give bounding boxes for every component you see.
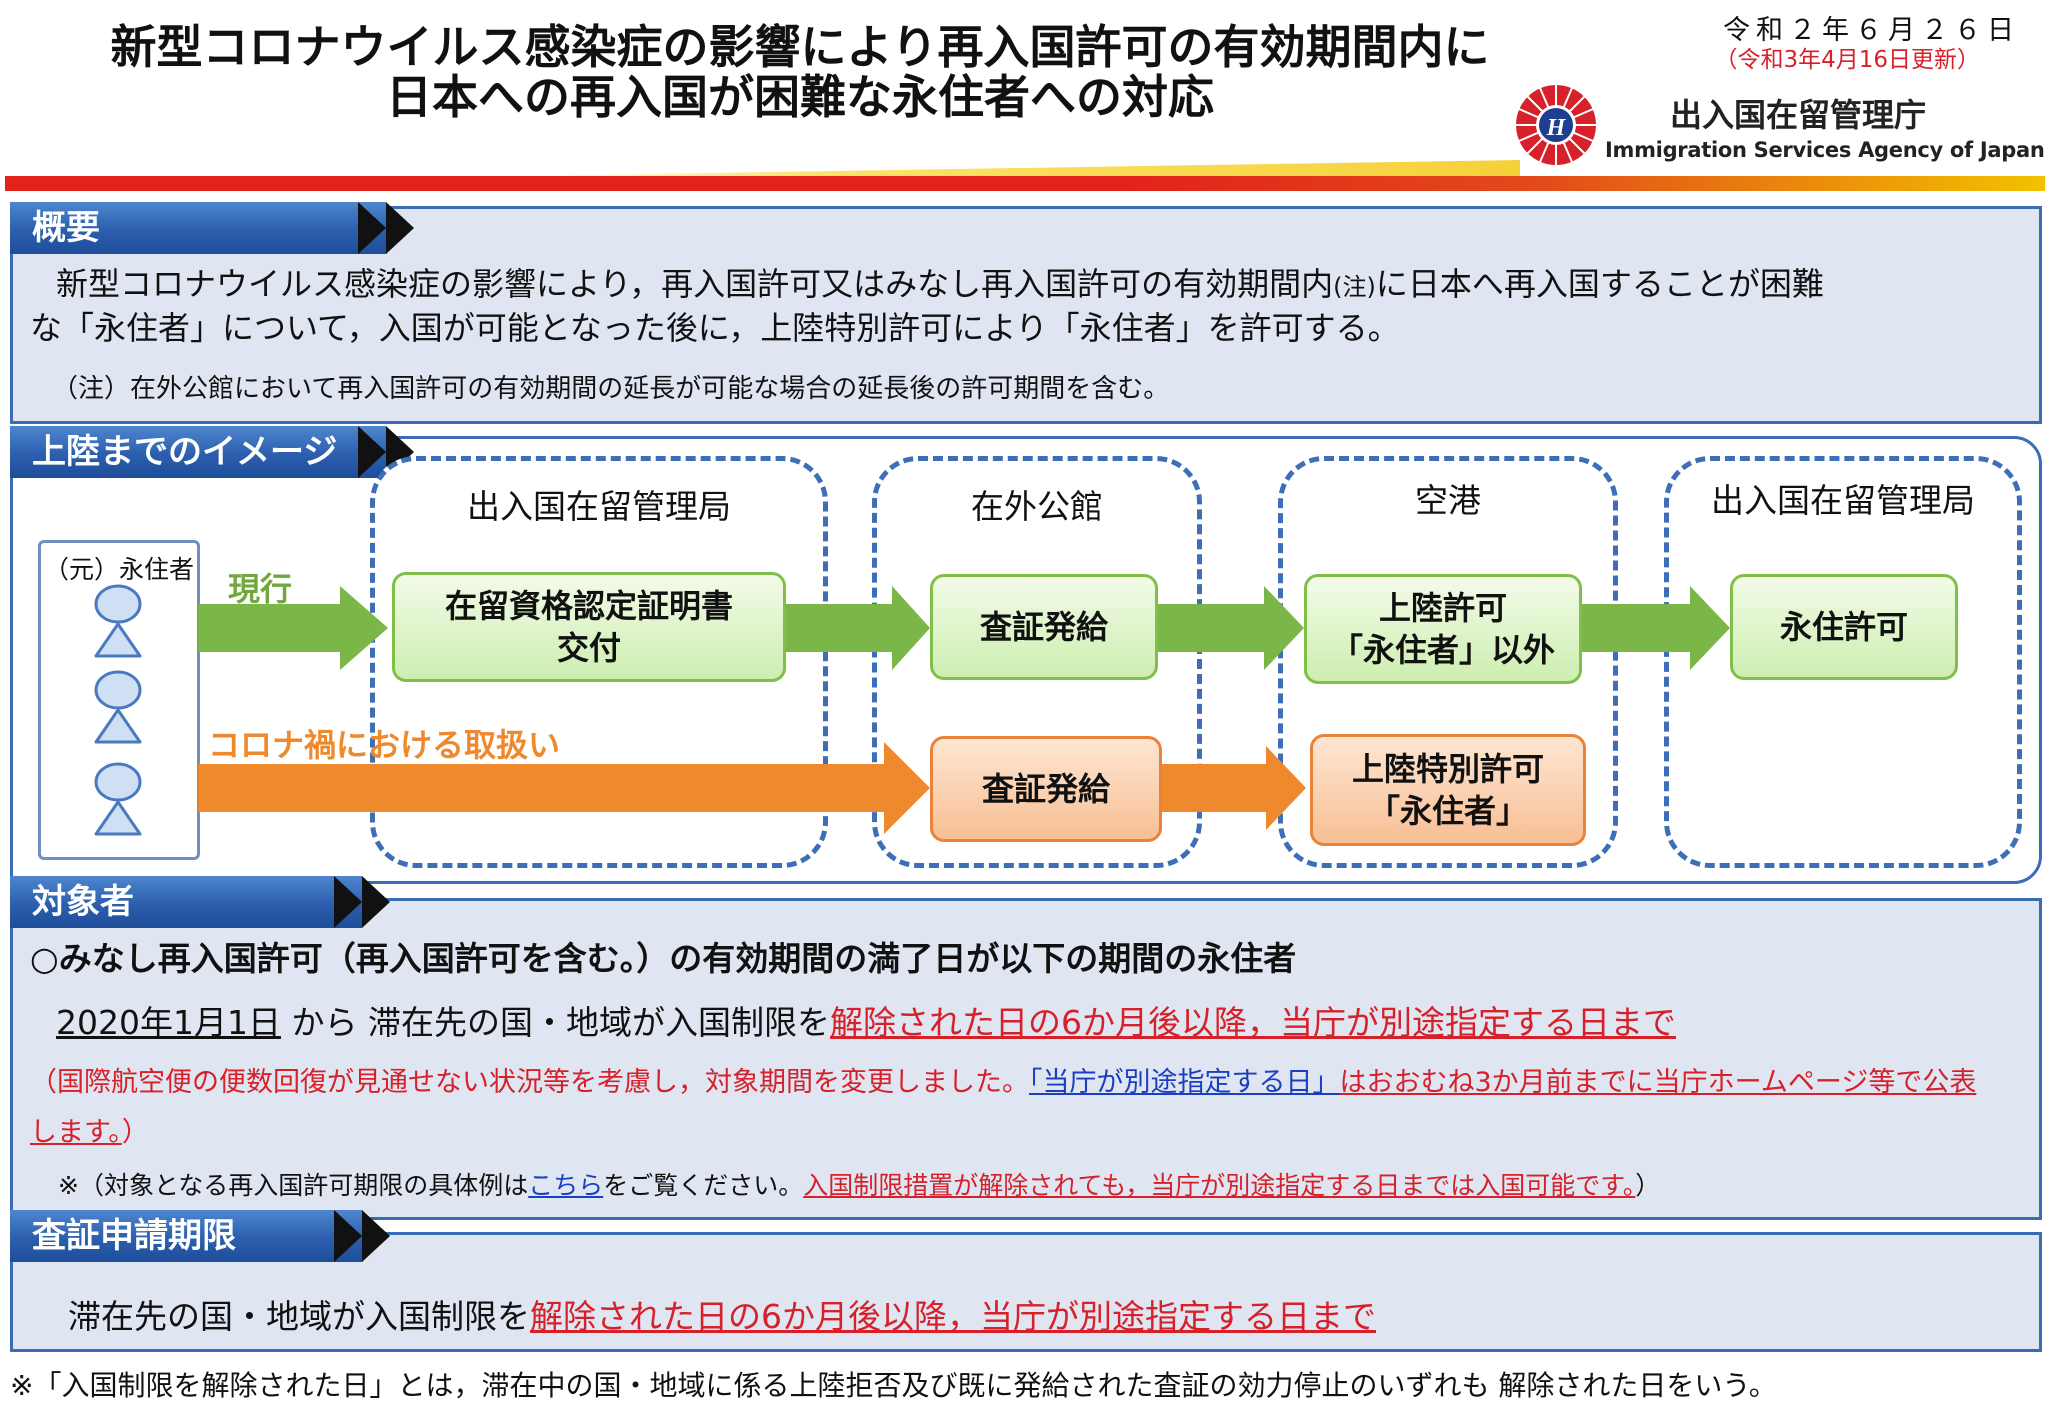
svg-text:H: H	[1546, 115, 1567, 141]
target-until-text: 解除された日の6か月後以降，当庁が別途指定する日まで	[829, 1003, 1676, 1042]
flow-tab: 上陸までのイメージ	[10, 426, 414, 478]
agency-emblem-icon: H	[1516, 85, 1596, 165]
overview-note: （注）在外公館において再入国許可の有効期間の延長が可能な場合の延長後の許可期間を…	[52, 374, 1170, 404]
landing-permit-line-2: 「永住者」以外	[1330, 631, 1555, 669]
example-text-a: ※（対象となる再入国許可期限の具体例は	[58, 1171, 529, 1200]
stage-title-1: 出入国在留管理局	[467, 487, 731, 526]
target-tab: 対象者	[10, 876, 390, 928]
stage-title-4: 出入国在留管理局	[1711, 481, 1975, 520]
example-text-end: ）	[1635, 1171, 1661, 1200]
issue-date: 令和２年６月２６日	[1723, 15, 2020, 46]
overview-note-mark: (注)	[1333, 273, 1376, 301]
agency-name-en: Immigration Services Agency of Japan	[1605, 138, 2045, 162]
coe-issuance-box: 在留資格認定証明書 交付	[392, 572, 786, 682]
designated-date-link[interactable]: 「当庁が別途指定する日」	[1029, 1067, 1340, 1098]
person-icon	[94, 670, 142, 744]
example-link[interactable]: こちら	[528, 1171, 604, 1200]
overview-text-a: 新型コロナウイルス感染症の影響により，再入国許可又はみなし再入国許可の有効期間内	[56, 265, 1334, 303]
visa-deadline-text: 滞在先の国・地域が入国制限を解除された日の6か月後以降，当庁が別途指定する日まで	[68, 1290, 1376, 1338]
special-permit-line-1: 上陸特別許可	[1351, 750, 1544, 788]
header-accent-stripe	[520, 160, 1520, 176]
change-note-text-b: はおおむね3か月前までに当庁ホームページ等で公表	[1339, 1067, 1977, 1098]
landing-permit-line-1: 上陸許可	[1378, 589, 1507, 627]
visa-text-a: 滞在先の国・地域が入国制限を	[68, 1297, 530, 1336]
visa-tab-label: 査証申請期限	[32, 1216, 236, 1256]
flow-tab-label: 上陸までのイメージ	[32, 432, 338, 472]
permanent-residence-box: 永住許可	[1730, 574, 1958, 680]
example-red-text: 入国制限措置が解除されても，当庁が別途指定する日までは入国可能です。	[803, 1171, 1636, 1200]
landing-permit-box: 上陸許可 「永住者」以外	[1304, 574, 1582, 684]
overview-tab: 概要	[10, 202, 414, 254]
target-heading: ○みなし再入国許可（再入国許可を含む。）の有効期間の満了日が以下の期間の永住者	[30, 939, 1297, 978]
title-line-1: 新型コロナウイルス感染症の影響により再入国許可の有効期間内に	[110, 20, 1490, 74]
target-start-date: 2020年1月1日	[56, 1003, 281, 1042]
target-example-note: ※（対象となる再入国許可期限の具体例はこちらをご覧ください。入国制限措置が解除さ…	[58, 1166, 1660, 1202]
change-note-text-a: （国際航空便の便数回復が見通せない状況等を考慮し，対象期間を変更しました。	[30, 1067, 1029, 1098]
target-panel	[10, 898, 2042, 1220]
overview-text-b: に日本へ再入国することが困難	[1375, 265, 1824, 303]
visa-text-red: 解除された日の6か月後以降，当庁が別途指定する日まで	[530, 1297, 1376, 1336]
overview-line-2: な「永住者」について，入国が可能となった後に，上陸特別許可により「永住者」を許可…	[30, 309, 1400, 347]
example-text-b: をご覧ください。	[603, 1171, 804, 1200]
corona-label: コロナ禍における取扱い	[208, 726, 561, 764]
stage-title-3: 空港	[1415, 481, 1481, 520]
person-icon	[94, 762, 142, 836]
visa-tab: 査証申請期限	[10, 1210, 390, 1262]
person-icon	[94, 584, 142, 658]
footnote: ※「入国制限を解除された日」とは，滞在中の国・地域に係る上陸拒否及び既に発給され…	[10, 1369, 1777, 1402]
target-change-note: （国際航空便の便数回復が見通せない状況等を考慮し，対象期間を変更しました。「当庁…	[30, 1058, 2020, 1158]
update-date: （令和3年4月16日更新）	[1714, 47, 1980, 73]
agency-name-ja: 出入国在留管理庁	[1670, 96, 1927, 134]
special-landing-permit-box: 上陸特別許可 「永住者」	[1310, 734, 1586, 846]
visa-issuance-corona-box: 査証発給	[930, 736, 1162, 842]
stage-title-2: 在外公館	[971, 487, 1103, 526]
target-from-text: から 滞在先の国・地域が入国制限を	[280, 1003, 830, 1042]
target-tab-label: 対象者	[32, 882, 134, 922]
visa-issuance-box: 査証発給	[930, 574, 1158, 680]
current-label: 現行	[228, 570, 293, 608]
overview-tab-label: 概要	[32, 208, 100, 248]
change-note-text-c: します。	[30, 1117, 122, 1148]
header-divider	[5, 176, 2045, 191]
page-title: 新型コロナウイルス感染症の影響により再入国許可の有効期間内に 日本への再入国が困…	[100, 22, 1500, 122]
coe-box-line-1: 在留資格認定証明書	[444, 587, 733, 625]
special-permit-line-2: 「永住者」	[1367, 792, 1528, 830]
change-note-end: ）	[121, 1117, 149, 1148]
person-label: （元）永住者	[44, 555, 195, 584]
coe-box-line-2: 交付	[556, 629, 621, 667]
title-line-2: 日本への再入国が困難な永住者への対応	[386, 70, 1214, 124]
overview-line-1: 新型コロナウイルス感染症の影響により，再入国許可又はみなし再入国許可の有効期間内…	[56, 262, 2036, 309]
target-period: 2020年1月1日 から 滞在先の国・地域が入国制限を解除された日の6か月後以降…	[56, 996, 1676, 1044]
